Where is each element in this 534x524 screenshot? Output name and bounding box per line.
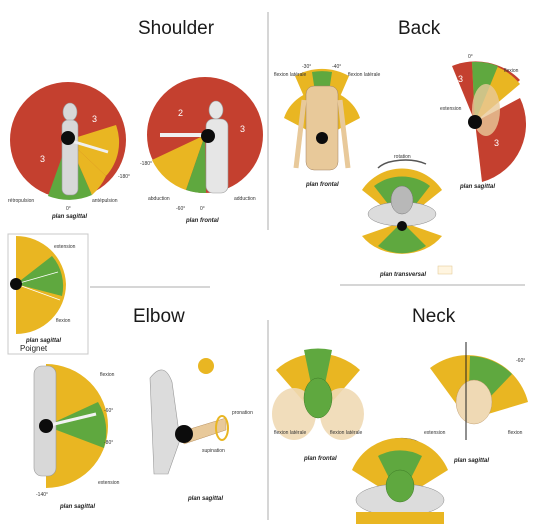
back-transversal-joint <box>397 221 407 231</box>
back-frontal-diagram: flexion latérale flexion latérale -30° -… <box>274 64 380 188</box>
elbow-flexion-diagram: flexion extension -60° -80° -140° plan s… <box>34 364 120 510</box>
shoulder-frontal-zone-number-2: 3 <box>240 124 245 134</box>
elbow-rotation-figure <box>150 370 180 474</box>
shoulder-sagittal-figure-body <box>62 120 78 195</box>
shoulder-sagittal-joint <box>61 131 75 145</box>
neck-sagittal-diagram: extension flexion -60° plan sagittal <box>424 342 528 464</box>
shoulder-sagittal-angle-1: -180° <box>118 174 130 180</box>
wrist-label-flexion: flexion <box>56 318 71 324</box>
back-frontal-label-right: flexion latérale <box>348 72 380 78</box>
shoulder-frontal-angle-2: -60° <box>176 206 185 212</box>
back-transversal-legend-box <box>438 266 452 274</box>
elbow-rotation-hand-symbol <box>198 358 214 374</box>
back-sagittal-label-flexion: flexion <box>504 68 519 74</box>
back-sagittal-label-extension: extension <box>440 106 462 112</box>
shoulder-sagittal-zone-number-1: 3 <box>40 154 45 164</box>
elbow-flexion-label-flexion: flexion <box>100 372 115 378</box>
elbow-flexion-angle-1: -60° <box>104 408 113 414</box>
back-sagittal-angle: 0° <box>468 54 473 60</box>
back-sagittal-diagram: 3 3 flexion extension 0° plan sagittal <box>440 54 526 190</box>
back-transversal-head <box>391 186 413 214</box>
elbow-rotation-caption: plan sagittal <box>187 496 223 502</box>
back-sagittal-joint <box>468 115 482 129</box>
back-frontal-label-left: flexion latérale <box>274 72 306 78</box>
shoulder-sagittal-figure-head <box>63 103 77 121</box>
elbow-rotation-label-pronation: pronation <box>232 410 253 416</box>
elbow-flexion-label-extension: extension <box>98 480 120 486</box>
elbow-flexion-angle-2: -80° <box>104 440 113 446</box>
back-sagittal-zone-number-1: 3 <box>458 74 463 84</box>
back-sagittal-caption: plan sagittal <box>459 184 495 190</box>
section-title-shoulder: Shoulder <box>138 18 215 39</box>
elbow-flexion-angle-3: -140° <box>36 492 48 498</box>
elbow-rotation-label-supination: supination <box>202 448 225 454</box>
neck-sagittal-angle: -60° <box>516 358 525 364</box>
neck-transversal-yellow-bottom <box>356 512 444 524</box>
back-frontal-caption: plan frontal <box>305 182 339 188</box>
shoulder-frontal-label-adduction: adduction <box>234 196 256 202</box>
section-title-back: Back <box>398 18 441 39</box>
shoulder-sagittal-angle-2: 0° <box>66 206 71 212</box>
neck-frontal-diagram: flexion latérale flexion latérale plan f… <box>272 349 364 462</box>
back-frontal-angle-2: -40° <box>332 64 341 70</box>
shoulder-frontal-angle-3: 0° <box>200 206 205 212</box>
shoulder-frontal-label-abduction: abduction <box>148 196 170 202</box>
neck-frontal-label-right: flexion latérale <box>330 430 362 436</box>
neck-transversal-head <box>386 470 414 502</box>
shoulder-sagittal-label-retro: rétropulsion <box>8 198 34 204</box>
neck-sagittal-label-extension: extension <box>424 430 446 436</box>
back-transversal-caption: plan transversal <box>379 272 426 278</box>
neck-frontal-caption: plan frontal <box>303 456 337 462</box>
shoulder-sagittal-diagram: 3 3 rétropulsion antépulsion -180° 0° pl… <box>8 82 130 220</box>
wrist-diagram: extension flexion plan sagittal Poignet <box>8 234 88 354</box>
back-transversal-diagram: rotation plan transversal <box>362 154 452 278</box>
wrist-joint <box>10 278 22 290</box>
section-title-neck: Neck <box>412 306 456 327</box>
neck-sagittal-label-flexion: flexion <box>508 430 523 436</box>
elbow-rotation-joint <box>175 425 193 443</box>
elbow-rotation-diagram: pronation supination plan sagittal <box>150 358 253 502</box>
neck-sagittal-caption: plan sagittal <box>453 458 489 464</box>
back-frontal-angle-1: -30° <box>302 64 311 70</box>
shoulder-sagittal-caption: plan sagittal <box>51 214 87 220</box>
section-title-elbow: Elbow <box>133 306 185 327</box>
wrist-title: Poignet <box>20 344 48 353</box>
elbow-flexion-joint <box>39 419 53 433</box>
shoulder-frontal-angle-1: -180° <box>140 161 152 167</box>
elbow-flexion-caption: plan sagittal <box>59 504 95 510</box>
back-sagittal-zone-number-2: 3 <box>494 138 499 148</box>
shoulder-frontal-joint <box>201 129 215 143</box>
neck-transversal-diagram <box>352 438 448 524</box>
shoulder-sagittal-label-ante: antépulsion <box>92 198 118 204</box>
neck-frontal-head <box>304 378 332 418</box>
neck-frontal-label-left: flexion latérale <box>274 430 306 436</box>
back-transversal-rotation-arrow <box>378 160 426 168</box>
shoulder-frontal-caption: plan frontal <box>185 218 219 224</box>
back-frontal-figure-body <box>306 86 338 170</box>
back-transversal-label: rotation <box>394 154 411 160</box>
back-frontal-joint <box>316 132 328 144</box>
neck-sagittal-head <box>456 380 492 424</box>
shoulder-frontal-zone-number-1: 2 <box>178 108 183 118</box>
shoulder-sagittal-zone-number-2: 3 <box>92 114 97 124</box>
shoulder-frontal-diagram: 2 3 -180° -60° 0° abduction adduction pl… <box>140 77 263 224</box>
shoulder-frontal-figure-head <box>209 101 223 119</box>
wrist-label-extension: extension <box>54 244 76 250</box>
